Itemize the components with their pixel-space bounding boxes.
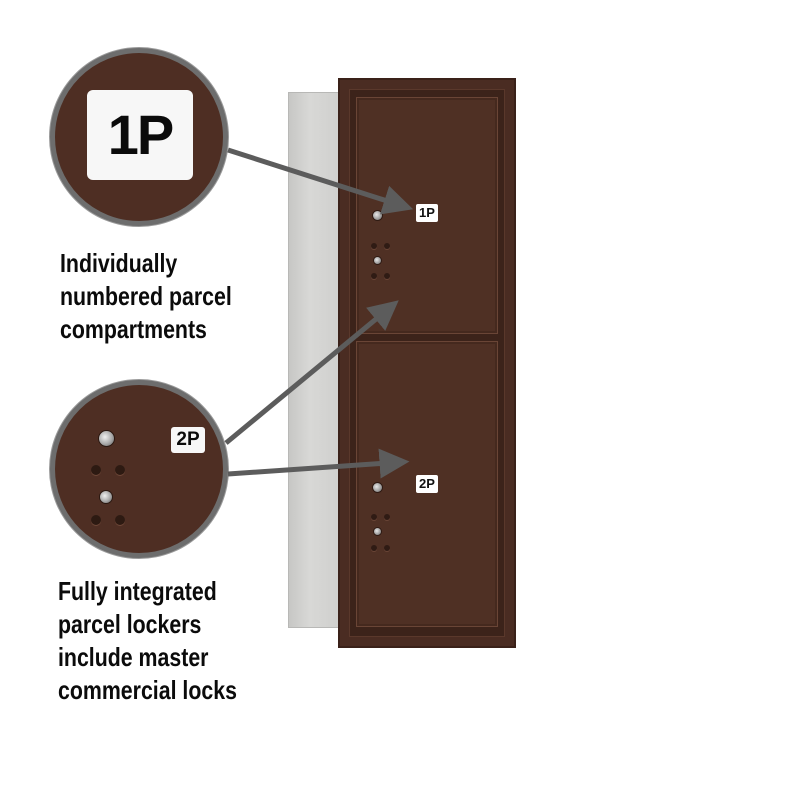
rivet	[115, 515, 125, 525]
caption-line: numbered parcel	[60, 281, 232, 311]
callout-compartment-number: 1P	[50, 48, 228, 226]
rivet	[371, 243, 377, 249]
caption-line: include master	[58, 642, 209, 672]
lock-icon	[373, 483, 382, 492]
caption-line: commercial locks	[58, 675, 237, 705]
lock-icon	[374, 528, 381, 535]
rivet	[91, 515, 101, 525]
door-label-1p: 1P	[416, 204, 438, 222]
rivet	[371, 514, 377, 520]
caption-numbered-compartments: Individually numbered parcel compartment…	[60, 247, 232, 346]
callout-master-lock: 2P	[50, 380, 228, 558]
rivet	[371, 545, 377, 551]
lock-icon	[373, 211, 382, 220]
lock-icon	[99, 431, 114, 446]
caption-line: Individually	[60, 248, 178, 278]
caption-integrated-lockers: Fully integrated parcel lockers include …	[58, 575, 237, 707]
rivet	[115, 465, 125, 475]
rivet	[384, 514, 390, 520]
lock-icon	[100, 491, 112, 503]
caption-line: parcel lockers	[58, 609, 202, 639]
caption-line: compartments	[60, 314, 207, 344]
rivet	[384, 243, 390, 249]
rivet	[371, 273, 377, 279]
door-label-2p: 2P	[416, 475, 438, 493]
lock-icon	[374, 257, 381, 264]
caption-line: Fully integrated	[58, 576, 217, 606]
mailbox-side-panel	[288, 92, 342, 628]
callout-label-2p: 2P	[171, 427, 205, 453]
rivet	[91, 465, 101, 475]
rivet	[384, 273, 390, 279]
rivet	[384, 545, 390, 551]
callout-label-1p: 1P	[87, 90, 193, 180]
